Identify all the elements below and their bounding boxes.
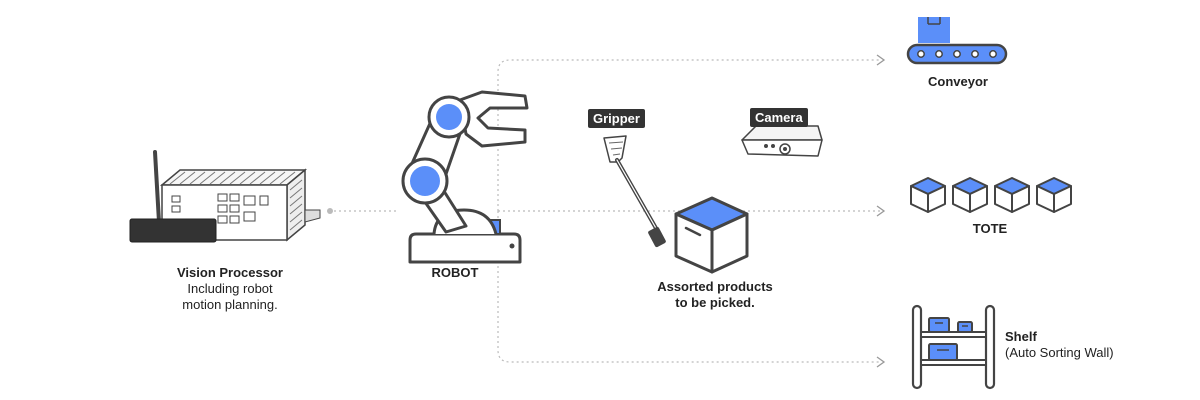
arrowheads xyxy=(876,54,886,368)
tote-icon xyxy=(910,177,1072,213)
camera-tag: Camera xyxy=(750,108,808,127)
vision-processor-desc-line1: Including robot xyxy=(187,281,273,296)
tote-title: TOTE xyxy=(972,221,1008,236)
robot-arm-icon xyxy=(401,90,529,264)
products-label-line1: Assorted products xyxy=(657,279,773,294)
conveyor-title: Conveyor xyxy=(928,74,988,89)
shelf-subtitle: (Auto Sorting Wall) xyxy=(1005,345,1114,360)
vision-processor-desc-line2: motion planning. xyxy=(182,297,278,312)
suction-gripper-icon xyxy=(603,135,666,248)
box-icon xyxy=(674,196,749,274)
gripper-tag: Gripper xyxy=(588,109,645,128)
vision-processor-title: Vision Processor xyxy=(177,265,283,280)
robot-title: ROBOT xyxy=(431,265,479,280)
industrial-pc-icon xyxy=(129,150,321,243)
products-label-line2: to be picked. xyxy=(675,295,755,310)
connector-processor-robot xyxy=(327,208,398,214)
shelf-icon xyxy=(911,304,996,390)
3d-camera-icon xyxy=(741,125,823,157)
conveyor-icon xyxy=(906,17,1008,65)
shelf-title: Shelf xyxy=(1005,329,1037,344)
